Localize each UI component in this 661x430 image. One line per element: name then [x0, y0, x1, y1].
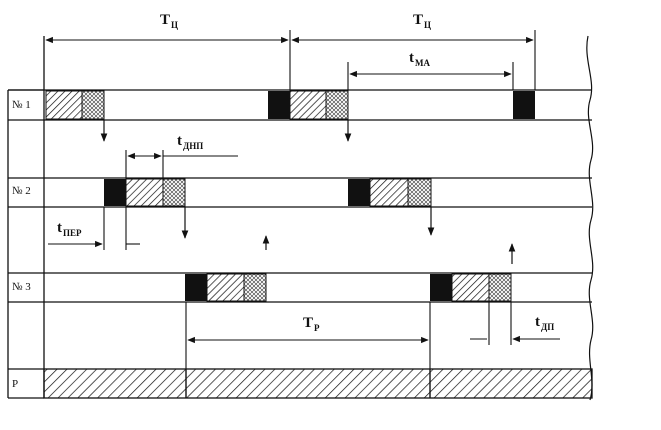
r3-hatch-2 — [451, 273, 490, 302]
reference-lines — [103, 30, 536, 369]
r1-black-2 — [513, 91, 535, 119]
r1-cross-2 — [325, 90, 349, 120]
label-tper-sub: ПЕР — [63, 228, 82, 238]
r1-black-1 — [268, 91, 290, 119]
r3-black-1 — [185, 274, 207, 301]
row-2-blocks — [104, 178, 432, 207]
label-tdnp-sub: ДНП — [183, 141, 203, 151]
r2-cross-2 — [407, 178, 432, 207]
label-tc-1: T Ц — [160, 12, 178, 30]
row-label-p: Р — [12, 378, 18, 390]
r2-hatch-2 — [369, 178, 409, 207]
label-tma: t МА — [409, 50, 430, 68]
label-tma-main: t — [409, 50, 414, 66]
row-label-1: № 1 — [12, 99, 31, 111]
transition-arrows — [100, 120, 516, 264]
r3-hatch-1 — [206, 273, 245, 302]
band-3 — [8, 272, 592, 303]
label-tdp: t ДП — [535, 314, 554, 332]
label-tr: T Р — [303, 315, 320, 333]
row-label-3: № 3 — [12, 281, 31, 293]
band-p-hatched — [43, 368, 593, 399]
r2-black-2 — [348, 179, 370, 206]
label-tc-1-main: T — [160, 12, 170, 28]
row-3-blocks — [185, 273, 512, 302]
label-tc-1-sub: Ц — [171, 20, 178, 30]
label-tr-sub: Р — [314, 323, 320, 333]
r1-cross-1 — [81, 90, 105, 120]
label-tper-main: t — [57, 220, 62, 236]
dimension-arrows — [45, 36, 560, 344]
r2-cross-1 — [162, 178, 186, 207]
row-1-blocks — [45, 90, 535, 120]
band-1 — [8, 89, 592, 121]
label-tr-main: T — [303, 315, 313, 331]
label-tdnp: t ДНП — [177, 133, 203, 151]
label-tdp-main: t — [535, 314, 540, 330]
label-tper: t ПЕР — [57, 220, 82, 238]
label-tc-2-sub: Ц — [424, 20, 431, 30]
band-2 — [8, 177, 592, 208]
label-tma-sub: МА — [415, 58, 430, 68]
label-tdp-sub: ДП — [541, 322, 554, 332]
r1-hatch-2 — [289, 90, 327, 120]
r2-black-1 — [104, 179, 126, 206]
r3-black-2 — [430, 274, 452, 301]
label-tc-2: T Ц — [413, 12, 431, 30]
right-break-edge — [586, 35, 594, 401]
r3-cross-2 — [488, 273, 512, 302]
r1-hatch-1 — [45, 90, 83, 120]
r2-hatch-1 — [125, 178, 164, 207]
row-label-2: № 2 — [12, 185, 31, 197]
label-tdnp-main: t — [177, 133, 182, 149]
label-tc-2-main: T — [413, 12, 423, 28]
r3-cross-1 — [243, 273, 267, 302]
